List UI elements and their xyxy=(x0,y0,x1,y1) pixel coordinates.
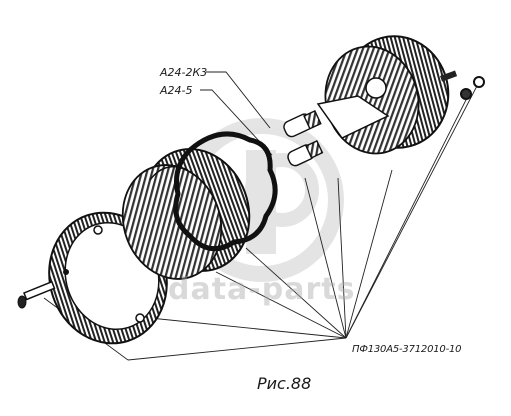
figure-caption: Рис.88 xyxy=(257,374,312,393)
rear-housing xyxy=(316,35,458,155)
housing-body xyxy=(121,148,251,280)
label-lamp-a24-5: А24-5 xyxy=(160,84,193,97)
label-part-number: ПФ130А5-3712010-10 xyxy=(352,344,462,355)
bulb-a24-2k3 xyxy=(283,109,322,138)
nut-washer xyxy=(460,76,485,100)
screw xyxy=(17,280,56,309)
gasket xyxy=(173,131,278,252)
bulb-a24-5 xyxy=(287,139,324,167)
watermark-text: data-parts xyxy=(168,272,356,307)
label-lamp-a24-2k3: А24-2К3 xyxy=(160,66,208,79)
